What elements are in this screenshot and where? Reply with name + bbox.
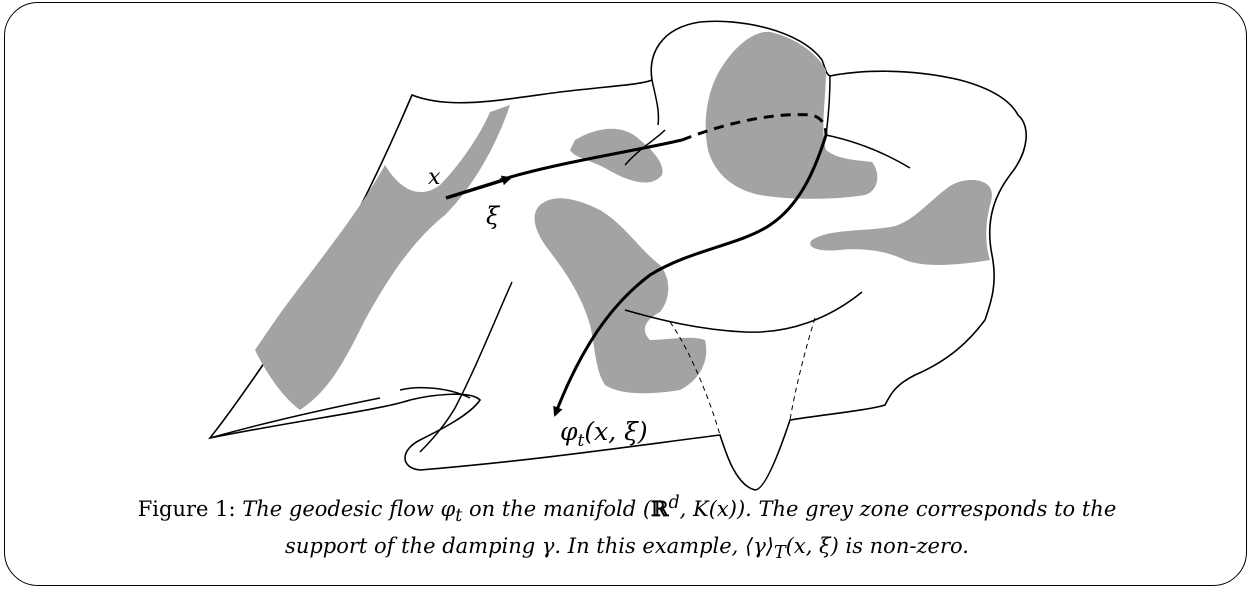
grey-zone-center	[534, 198, 707, 394]
grey-zone-left	[255, 105, 510, 410]
grey-zone-neck	[705, 31, 878, 199]
grey-zone-right	[810, 180, 992, 265]
initial-vector-arrow	[445, 175, 512, 200]
geodesic-start	[499, 138, 683, 182]
caption-text: The geodesic flow	[242, 497, 434, 521]
label-x: x	[428, 165, 441, 190]
caption-text: on the manifold (ℝd, K(x)). The grey zon…	[468, 493, 1117, 521]
label-xi: ξ	[486, 202, 501, 230]
label-flow: φt(x, ξ)	[560, 417, 648, 451]
caption-line-1: Figure 1: The geodesic flow φt on the ma…	[14, 488, 1240, 531]
caption-label: Figure 1:	[137, 497, 236, 521]
figure-caption: Figure 1: The geodesic flow φt on the ma…	[14, 488, 1240, 568]
caption-phi: φt	[440, 497, 463, 527]
hidden-lines	[669, 317, 816, 436]
figure-frame	[4, 2, 1247, 586]
grey-zones	[255, 31, 992, 410]
caption-line-2: support of the damping γ. In this exampl…	[285, 534, 969, 564]
geodesic-flow	[553, 134, 828, 417]
geodesic-dashed	[681, 113, 828, 142]
grey-zone-top-small	[570, 128, 663, 183]
